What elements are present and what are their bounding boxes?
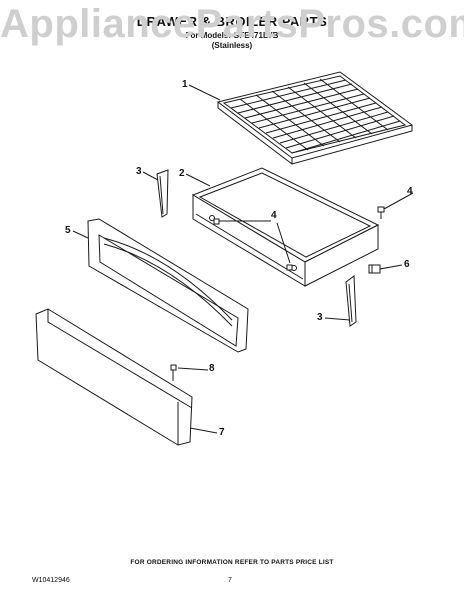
drawer-slide-part-upper <box>156 169 169 218</box>
variant-line: (Stainless) <box>211 41 253 50</box>
page-title: DRAWER & BROILER PARTS <box>136 14 328 29</box>
callout-4-center: 4 <box>271 210 277 221</box>
page-number: 7 <box>228 577 232 584</box>
drawer-pan-part <box>191 167 380 287</box>
clip-part <box>368 264 381 274</box>
callout-2: 2 <box>179 168 185 179</box>
screw-part-right <box>377 206 385 219</box>
callout-6: 6 <box>404 259 410 270</box>
model-subtitle: For Models: GFE471LVB (Stainless) <box>0 31 464 51</box>
callout-8: 8 <box>209 363 215 374</box>
screw-part-side <box>286 264 293 271</box>
document-id: W10412946 <box>32 577 70 584</box>
model-line: For Models: GFE471LVB <box>185 31 279 40</box>
oven-rack-part <box>216 71 414 165</box>
screw-part-front-panel <box>170 364 177 381</box>
watermark: AppliancePartsPros.com <box>0 2 464 46</box>
drawer-front-panel-part <box>35 308 193 446</box>
ordering-note: FOR ORDERING INFORMATION REFER TO PARTS … <box>130 559 334 566</box>
inner-drawer-panel-part <box>87 218 249 353</box>
callout-5: 5 <box>65 225 71 236</box>
drawer-slide-part-lower <box>345 275 357 327</box>
callout-3-upper: 3 <box>136 166 142 177</box>
callout-3-lower: 3 <box>317 312 323 323</box>
callout-1: 1 <box>182 79 188 90</box>
callout-7: 7 <box>219 427 225 438</box>
callout-4-right: 4 <box>407 186 413 197</box>
leader-lines <box>72 84 414 434</box>
